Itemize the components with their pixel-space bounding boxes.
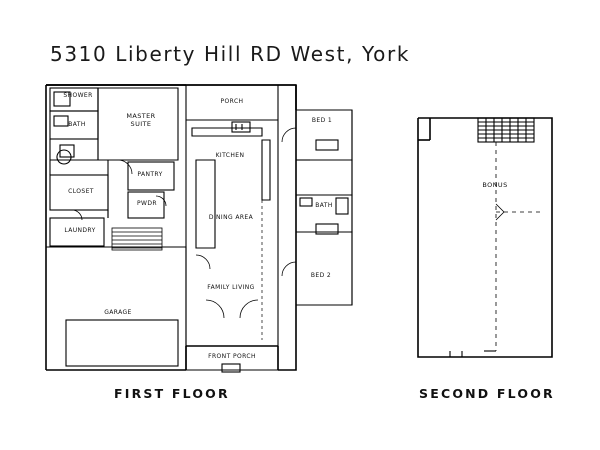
room-label-dining-area: DINING AREA [208,214,254,221]
first-floor-plan: SHOWER BATH MASTER SUITE PORCH BED 1 KIT… [45,84,353,373]
room-label-closet: CLOSET [68,188,94,195]
room-label-kitchen: KITCHEN [215,152,245,159]
second-floor-plan: BONUS [400,0,600,400]
room-label-bed-2: BED 2 [310,272,332,279]
room-label-front-porch: FRONT PORCH [208,353,256,360]
room-label-porch: PORCH [220,98,244,105]
first-floor-drawing [45,84,353,373]
room-label-family-living: FAMILY LIVING [207,284,255,291]
page-title: 5310 Liberty Hill RD West, York [50,42,411,66]
room-label-pwdr: PWDR [137,200,157,207]
room-label-bath-2: BATH [315,202,333,209]
room-label-master-suite: MASTER SUITE [126,112,156,129]
second-floor-drawing [417,117,553,358]
first-floor-label: FIRST FLOOR [114,386,230,401]
room-label-laundry: LAUNDRY [64,227,96,234]
room-label-pantry: PANTRY [137,171,163,178]
room-label-bed-1: BED 1 [311,117,333,124]
room-label-bath: BATH [68,121,86,128]
second-floor-label: SECOND FLOOR [419,386,555,401]
room-label-shower: SHOWER [63,92,93,99]
room-label-bonus: BONUS [482,181,508,189]
room-label-garage: GARAGE [104,309,132,316]
